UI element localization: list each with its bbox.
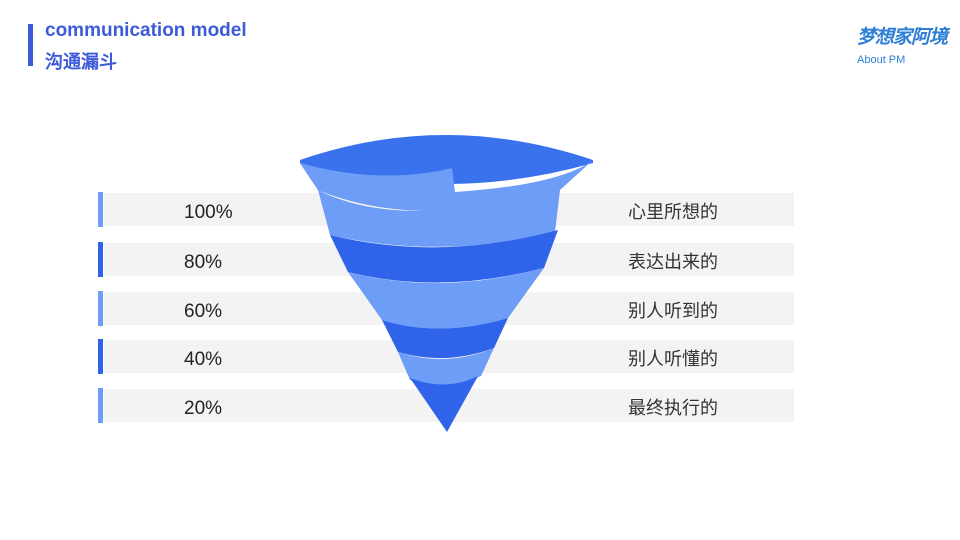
level-marker-1 bbox=[98, 192, 103, 227]
level-percent-1: 100% bbox=[184, 202, 233, 223]
level-percent-3: 60% bbox=[184, 301, 223, 322]
funnel-tip bbox=[410, 376, 478, 432]
level-label-5: 最终执行的 bbox=[628, 398, 718, 418]
funnel-band-4 bbox=[382, 318, 508, 359]
level-label-2: 表达出来的 bbox=[628, 252, 718, 272]
funnel-band-2 bbox=[330, 230, 558, 283]
funnel-top-rim bbox=[300, 135, 593, 184]
page-title-cn: 沟通漏斗 bbox=[45, 52, 117, 72]
title-accent-bar bbox=[28, 24, 33, 66]
level-marker-5 bbox=[98, 388, 103, 423]
level-marker-2 bbox=[98, 242, 103, 277]
brand-logo: 梦想家阿境 bbox=[857, 27, 948, 48]
level-label-4: 别人听懂的 bbox=[628, 349, 718, 369]
level-label-1: 心里所想的 bbox=[628, 202, 718, 222]
page-title-en: communication model bbox=[45, 20, 247, 41]
level-marker-3 bbox=[98, 291, 103, 326]
level-percent-2: 80% bbox=[184, 252, 223, 273]
level-label-3: 别人听到的 bbox=[628, 301, 718, 321]
funnel-band-1-lower bbox=[318, 190, 560, 247]
level-marker-4 bbox=[98, 339, 103, 374]
funnel-band-5 bbox=[398, 348, 494, 386]
level-percent-4: 40% bbox=[184, 349, 223, 370]
level-percent-5: 20% bbox=[184, 398, 223, 419]
funnel-band-1 bbox=[300, 160, 593, 211]
funnel-band-3 bbox=[348, 268, 544, 329]
brand-subtitle: About PM bbox=[857, 54, 906, 66]
